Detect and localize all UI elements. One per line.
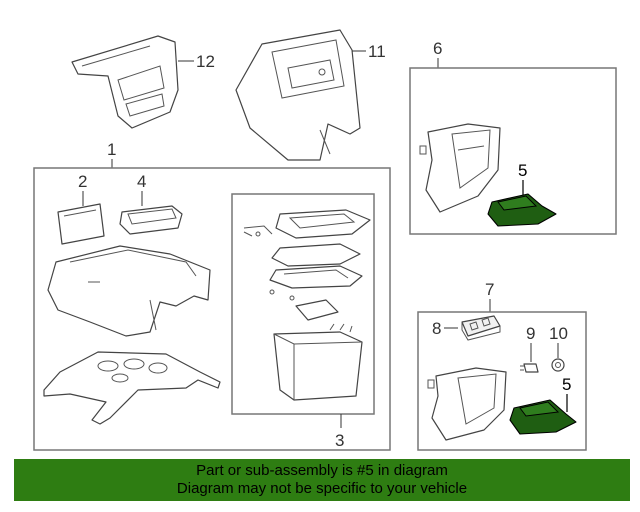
part-9-screw[interactable] — [520, 363, 539, 373]
callout-1: 1 — [107, 140, 116, 159]
assembly-box-6 — [409, 67, 617, 235]
part-11-rear-panel[interactable] — [235, 29, 361, 161]
callout-12: 12 — [196, 52, 215, 71]
callout-4: 4 — [137, 172, 146, 191]
part-5-console-trim-upper[interactable] — [487, 193, 557, 227]
assembly-box-1 — [33, 167, 391, 451]
notice-line-2: Diagram may not be specific to your vehi… — [176, 480, 468, 497]
storage-bin[interactable] — [273, 323, 363, 401]
callout-8: 8 — [432, 319, 441, 338]
callout-2: 2 — [78, 172, 87, 191]
side-panel-upper[interactable] — [419, 123, 501, 213]
notice-banner: Part or sub-assembly is #5 in diagram Di… — [14, 459, 630, 501]
lid-liner[interactable] — [271, 243, 361, 267]
part-5-console-trim-lower[interactable] — [509, 399, 577, 435]
notice-line-1: Part or sub-assembly is #5 in diagram — [196, 462, 448, 479]
assembly-box-7 — [417, 311, 587, 451]
armrest-lid[interactable] — [243, 209, 371, 239]
part-4-tray[interactable] — [119, 205, 183, 235]
callout-11: 11 — [368, 42, 386, 61]
callout-7: 7 — [485, 280, 494, 299]
callout-5a: 5 — [518, 161, 527, 180]
side-panel-lower[interactable] — [427, 367, 507, 441]
part-8-switch[interactable] — [461, 315, 501, 341]
part-10-nut[interactable] — [551, 358, 565, 372]
callout-9: 9 — [526, 324, 535, 343]
callout-6: 6 — [433, 39, 442, 58]
lid-pad[interactable] — [295, 299, 339, 321]
lid-hinge-plate[interactable] — [269, 265, 363, 301]
callout-5b: 5 — [562, 375, 571, 394]
part-12-bezel[interactable] — [71, 35, 179, 129]
callout-10: 10 — [549, 324, 568, 343]
callout-3: 3 — [335, 431, 344, 450]
console-bracket[interactable] — [43, 351, 221, 425]
assembly-box-3 — [231, 193, 375, 415]
console-body[interactable] — [47, 245, 211, 337]
part-2-pad[interactable] — [57, 203, 105, 245]
